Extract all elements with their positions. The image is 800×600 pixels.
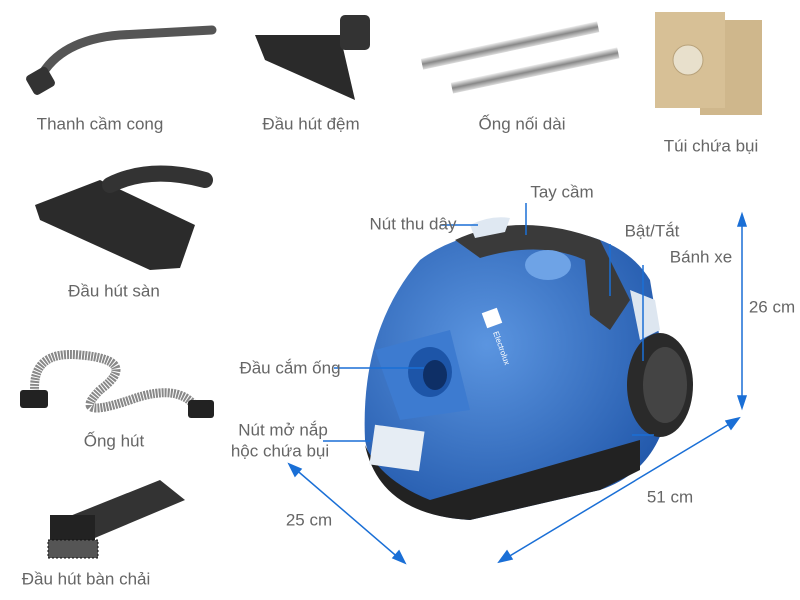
leader-lines	[287, 203, 748, 565]
label-brush-nozzle: Đầu hút bàn chải	[21, 569, 151, 589]
label-hose: Ống hút	[83, 431, 145, 451]
label-cord-rewind: Nút thu dây	[369, 214, 457, 234]
label-floor-nozzle: Đầu hút sàn	[68, 281, 160, 301]
label-lid-release-2: hộc chứa bụi	[230, 441, 330, 461]
label-dust-bag: Túi chứa bụi	[663, 136, 759, 156]
label-width: 25 cm	[285, 510, 333, 530]
hose-image	[20, 350, 214, 418]
extension-tubes-image	[420, 21, 620, 94]
label-extension-tubes: Ống nối dài	[478, 114, 566, 134]
label-length: 51 cm	[646, 487, 694, 507]
dust-bag-image	[655, 12, 762, 115]
brush-nozzle-image	[47, 480, 185, 559]
label-upholstery-nozzle: Đầu hút đệm	[262, 114, 360, 134]
label-handle: Tay cầm	[530, 182, 594, 202]
label-height: 26 cm	[748, 297, 796, 317]
label-wheel: Bánh xe	[669, 247, 733, 267]
height-arrow	[736, 211, 748, 411]
floor-nozzle-image	[35, 165, 213, 270]
label-hose-inlet: Đầu cắm ống	[239, 358, 341, 378]
curved-handle-image	[26, 25, 217, 95]
label-lid-release-1: Nút mở nắp	[238, 420, 328, 440]
upholstery-nozzle-image	[255, 15, 370, 100]
label-curved-handle: Thanh cầm cong	[36, 114, 164, 134]
length-arrow	[497, 416, 741, 564]
label-power: Bật/Tắt	[624, 221, 680, 241]
width-arrow	[287, 462, 407, 565]
